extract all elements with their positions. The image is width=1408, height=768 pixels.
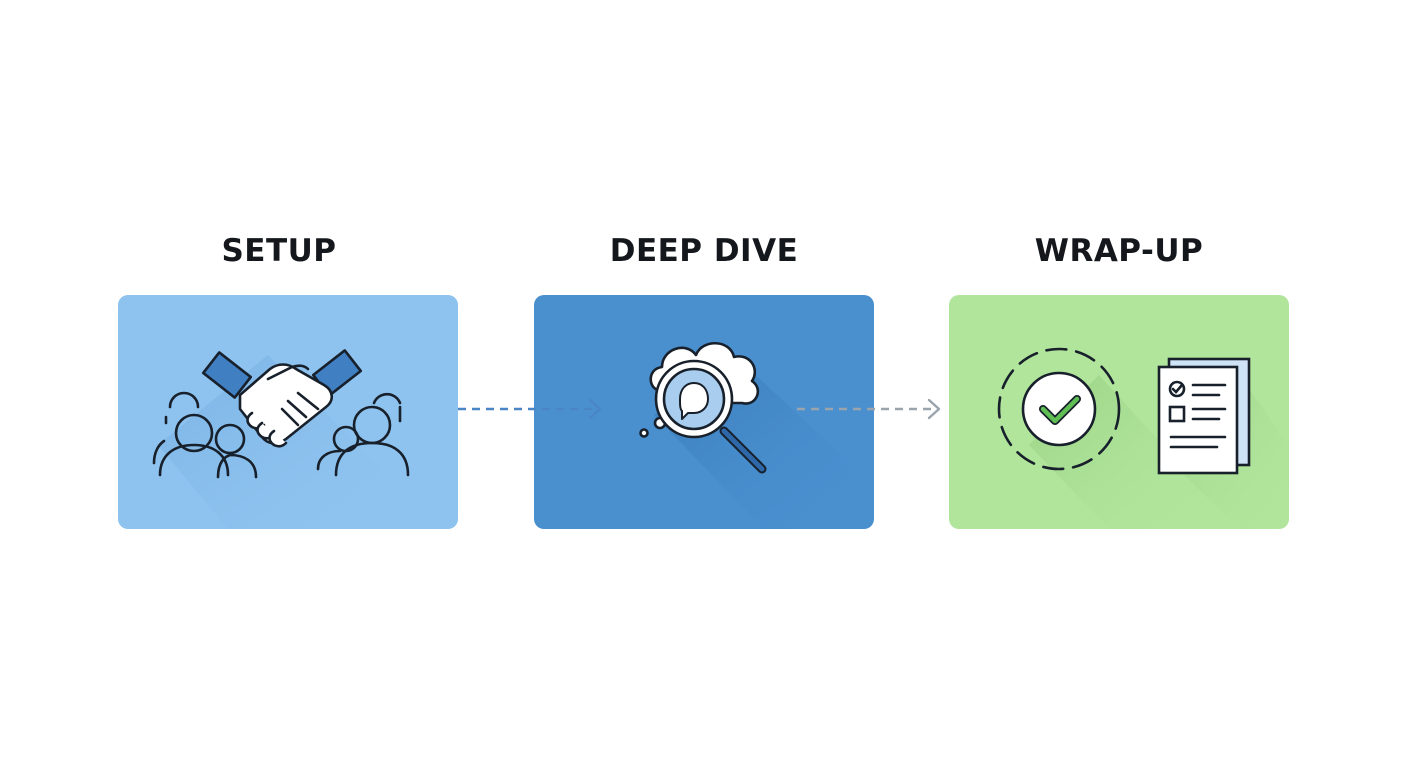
stage-title-deep-dive: DEEP DIVE xyxy=(609,233,799,269)
handshake-with-people-icon xyxy=(152,349,410,529)
stage-card-wrap-up xyxy=(949,295,1289,529)
check-and-checklist-icon xyxy=(997,347,1289,529)
stage-card-setup xyxy=(118,295,458,529)
stage-card-deep-dive xyxy=(534,295,874,529)
magnifier-thought-bubble-icon xyxy=(639,341,874,529)
dashed-arrow-right-icon xyxy=(797,398,941,420)
dashed-arrow-right-icon xyxy=(458,398,602,420)
stage-title-wrap-up: WRAP-UP xyxy=(1034,233,1204,269)
stage-title-setup: SETUP xyxy=(221,233,337,269)
